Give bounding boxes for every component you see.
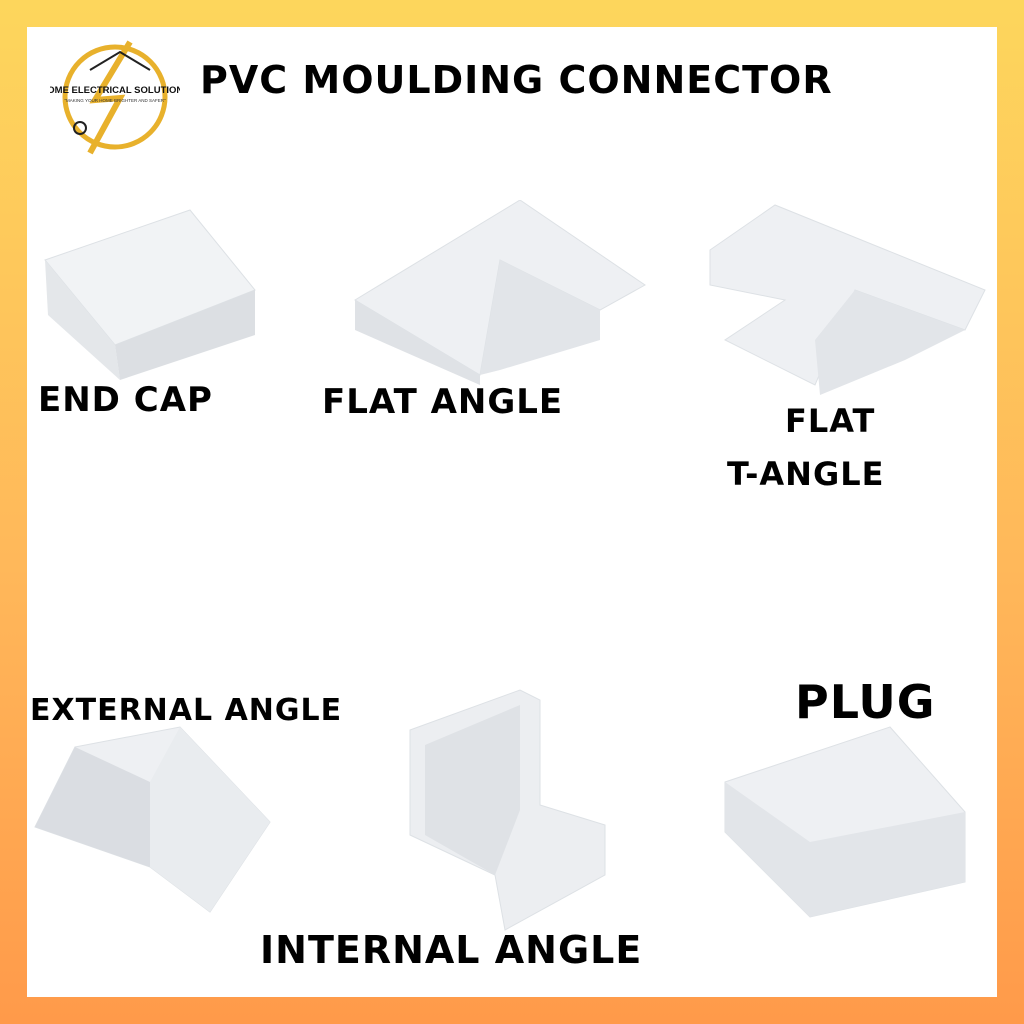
internal-angle-label: INTERNAL ANGLE — [260, 928, 643, 972]
flat-t-angle-label-line1: FLAT — [785, 402, 876, 440]
plug-label: PLUG — [795, 675, 936, 729]
svg-text:"MAKING YOUR HOME BRIGHTER AND: "MAKING YOUR HOME BRIGHTER AND SAFER" — [64, 98, 166, 103]
flat-angle-label: FLAT ANGLE — [322, 382, 564, 422]
internal-angle-image — [409, 689, 606, 931]
plug-image — [724, 726, 966, 918]
flat-angle-image — [354, 200, 646, 385]
flat-t-angle-label-line2: T-ANGLE — [727, 455, 885, 493]
external-angle-image — [34, 726, 271, 913]
end-cap-image — [44, 209, 256, 380]
external-angle-label: EXTERNAL ANGLE — [30, 693, 343, 728]
flat-t-angle-image — [709, 204, 986, 395]
end-cap-label: END CAP — [38, 380, 213, 420]
svg-text:HOME ELECTRICAL SOLUTIONS: HOME ELECTRICAL SOLUTIONS — [50, 85, 180, 96]
page-title: PVC MOULDING CONNECTOR — [200, 58, 833, 102]
brand-logo: HOME ELECTRICAL SOLUTIONS "MAKING YOUR H… — [40, 40, 190, 155]
